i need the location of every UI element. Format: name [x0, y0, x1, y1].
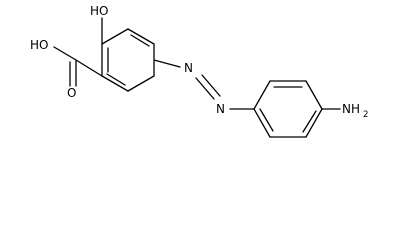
aniline-ring	[253, 80, 323, 138]
phenol-oh-label: HO	[90, 4, 108, 18]
structure-canvas: HO HO O N N NH 2	[30, 4, 369, 138]
azo-double-bond-a	[195, 77, 215, 100]
molecule-diagram: HO HO O N N NH 2	[30, 4, 368, 138]
azo-n1-label: N	[184, 61, 193, 75]
ring-to-azo-bond	[153, 59, 181, 68]
carboxyl-oh-label: HO	[30, 38, 48, 52]
carboxyl-bond	[75, 59, 103, 77]
azo-n2-label: N	[216, 102, 225, 116]
azo-double-bond-b	[201, 74, 221, 97]
amino-nh-label: NH	[342, 102, 360, 116]
carbonyl-o-label: O	[67, 86, 76, 100]
salicylic-ring	[101, 28, 155, 92]
amino-subscript: 2	[363, 110, 368, 120]
carboxyl-oh-bond	[53, 46, 77, 61]
